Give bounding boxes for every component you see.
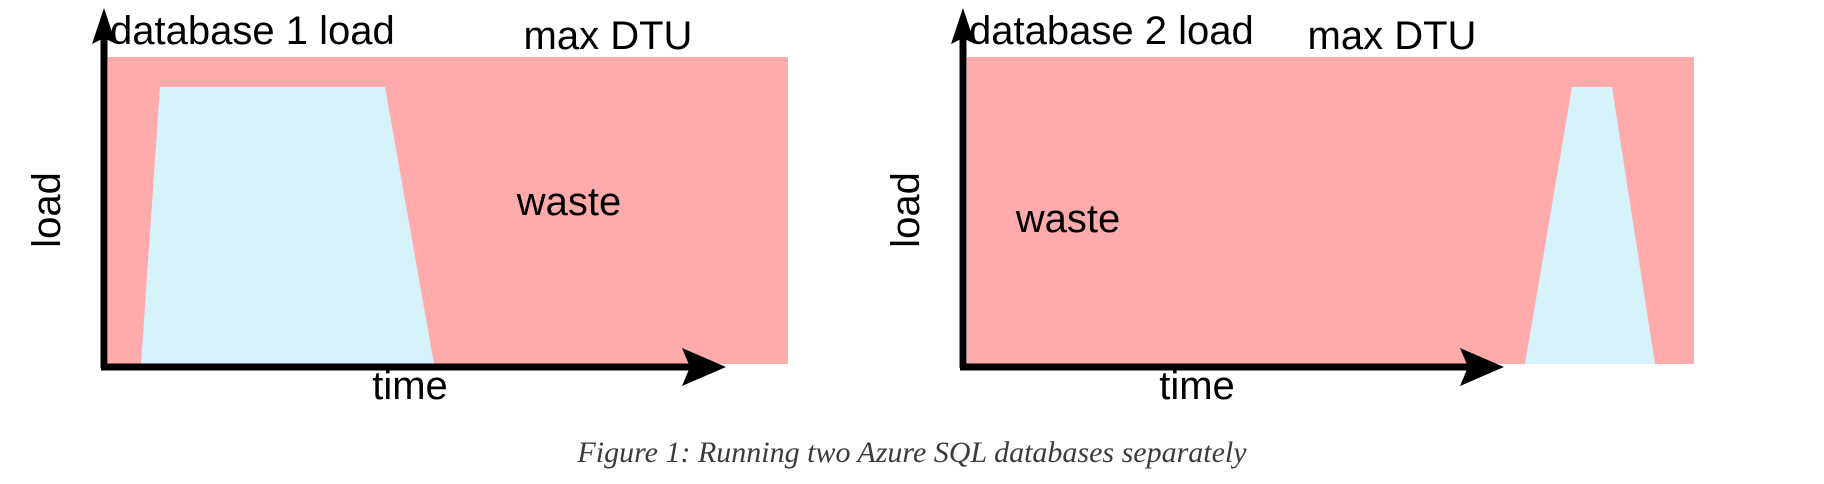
chart-title-left: database 1 load	[110, 9, 395, 53]
x-axis-arrowhead-right	[1460, 348, 1504, 386]
x-axis-label-left: time	[372, 364, 448, 408]
chart-right: database 2 load load time max DTU waste	[884, 8, 1694, 408]
chart-title-right: database 2 load	[969, 9, 1254, 53]
y-axis-label-right: load	[884, 172, 928, 248]
x-axis-arrowhead-left	[682, 348, 726, 386]
load-area-right	[1525, 87, 1655, 364]
y-axis-label-left: load	[25, 172, 69, 248]
figure-caption: Figure 1: Running two Azure SQL database…	[576, 436, 1247, 469]
capacity-label-right: max DTU	[1308, 14, 1477, 58]
waste-label-left: waste	[516, 180, 622, 224]
capacity-waste-area-right	[967, 57, 1694, 364]
waste-label-right: waste	[1015, 197, 1121, 241]
y-axis-arrowhead-left	[92, 8, 116, 44]
x-axis-label-right: time	[1159, 364, 1235, 408]
load-area-left	[141, 87, 434, 364]
y-axis-arrowhead-right	[951, 8, 975, 44]
capacity-label-left: max DTU	[524, 14, 693, 58]
chart-left: database 1 load load time max DTU waste	[25, 8, 788, 408]
